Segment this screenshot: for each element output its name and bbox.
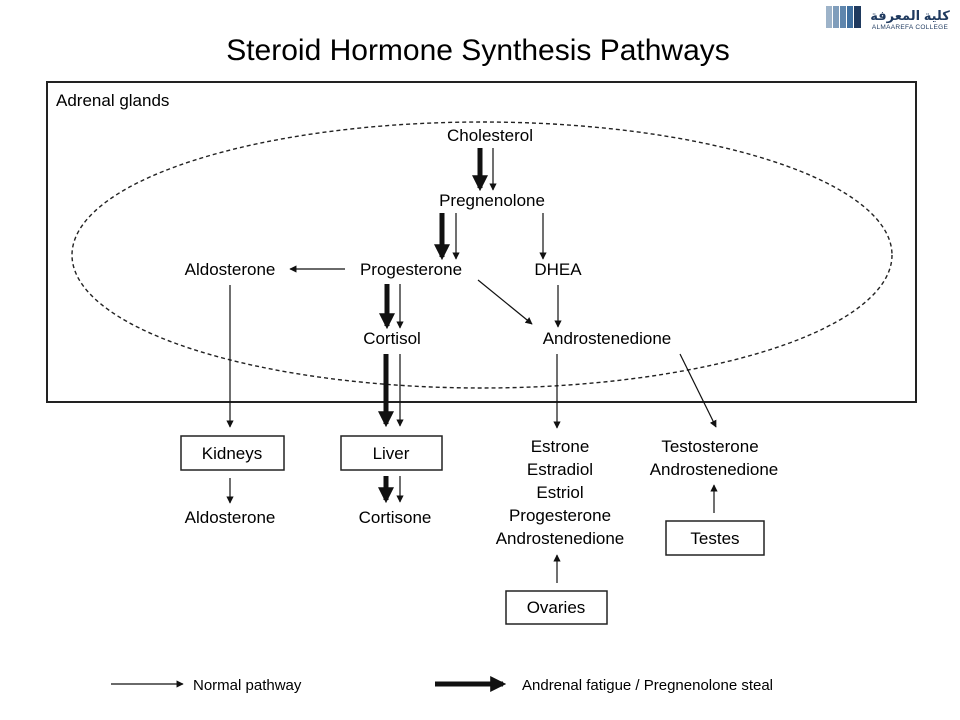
ovarian-product: Estriol (536, 483, 583, 502)
ovaries-box (505, 590, 608, 625)
book-icon (826, 6, 861, 28)
product-aldosterone: Aldosterone (185, 508, 276, 527)
adrenal-label: Adrenal glands (56, 91, 169, 110)
testicular-product: Androstenedione (650, 460, 779, 479)
adrenal-oval (71, 121, 893, 389)
ovarian-product: Estrone (531, 437, 590, 456)
testicular-product: Testosterone (661, 437, 758, 456)
node-androstenedione: Androstenedione (543, 329, 672, 348)
legend-fatigue-label: Andrenal fatigue / Pregnenolone steal (522, 677, 773, 694)
arrow-androstenedione-testosterone (679, 353, 717, 428)
logo-english: ALMAAREFA COLLEGE (872, 24, 949, 31)
ovarian-product: Androstenedione (496, 529, 625, 548)
node-pregnenolone: Pregnenolone (439, 191, 545, 210)
product-cortisone: Cortisone (359, 508, 432, 527)
liver-box (340, 435, 443, 471)
testes-box (665, 520, 765, 556)
adrenal-box (46, 81, 917, 403)
node-aldosterone-adrenal: Aldosterone (185, 260, 276, 279)
node-cortisol: Cortisol (363, 329, 421, 348)
ovarian-product: Estradiol (527, 460, 593, 479)
organ-testes: Testes (690, 529, 739, 548)
kidneys-box (180, 435, 285, 471)
college-logo: كلية المعرفة ALMAAREFA COLLEGE (826, 6, 950, 31)
node-dhea: DHEA (534, 260, 582, 279)
organ-liver: Liver (373, 444, 410, 463)
legend: Normal pathway Andrenal fatigue / Pregne… (111, 675, 773, 694)
logo-arabic: كلية المعرفة (870, 8, 950, 23)
ovarian-product: Progesterone (509, 506, 611, 525)
arrow-progesterone-androstenedione (477, 279, 533, 325)
page-title: Steroid Hormone Synthesis Pathways (226, 34, 730, 67)
legend-normal-label: Normal pathway (193, 677, 302, 694)
node-progesterone: Progesterone (360, 260, 462, 279)
organ-kidneys: Kidneys (202, 444, 262, 463)
organ-ovaries: Ovaries (527, 598, 586, 617)
node-cholesterol: Cholesterol (447, 126, 533, 145)
